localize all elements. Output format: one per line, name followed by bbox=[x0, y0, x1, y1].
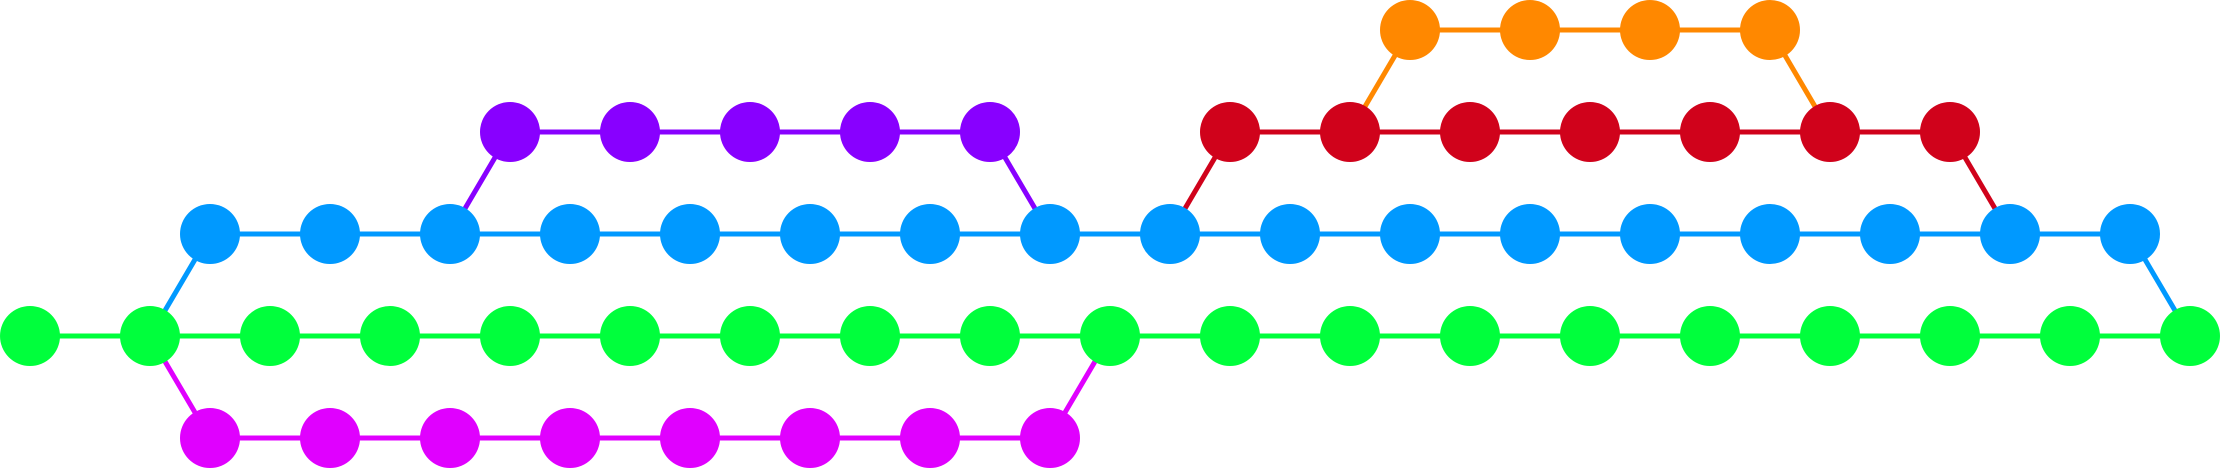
green-commit-node[interactable] bbox=[840, 306, 900, 366]
green-commit-node[interactable] bbox=[960, 306, 1020, 366]
green-commit-node[interactable] bbox=[480, 306, 540, 366]
red-commit-node[interactable] bbox=[1560, 102, 1620, 162]
green-commit-node[interactable] bbox=[2040, 306, 2100, 366]
magenta-commit-node[interactable] bbox=[660, 408, 720, 468]
blue-commit-node[interactable] bbox=[540, 204, 600, 264]
blue-commit-node[interactable] bbox=[300, 204, 360, 264]
magenta-commit-node[interactable] bbox=[300, 408, 360, 468]
blue-commit-node[interactable] bbox=[2100, 204, 2160, 264]
green-commit-node[interactable] bbox=[1800, 306, 1860, 366]
green-commit-node[interactable] bbox=[2160, 306, 2220, 366]
magenta-commit-node[interactable] bbox=[900, 408, 960, 468]
purple-commit-node[interactable] bbox=[600, 102, 660, 162]
green-commit-node[interactable] bbox=[0, 306, 60, 366]
red-commit-node[interactable] bbox=[1200, 102, 1260, 162]
magenta-commit-node[interactable] bbox=[420, 408, 480, 468]
green-commit-node[interactable] bbox=[1680, 306, 1740, 366]
green-commit-node[interactable] bbox=[1200, 306, 1260, 366]
blue-commit-node[interactable] bbox=[1500, 204, 1560, 264]
green-commit-node[interactable] bbox=[1920, 306, 1980, 366]
blue-commit-node[interactable] bbox=[1140, 204, 1200, 264]
red-commit-node[interactable] bbox=[1680, 102, 1740, 162]
blue-commit-node[interactable] bbox=[420, 204, 480, 264]
green-commit-node[interactable] bbox=[600, 306, 660, 366]
green-commit-node[interactable] bbox=[1080, 306, 1140, 366]
green-commit-node[interactable] bbox=[1320, 306, 1380, 366]
blue-commit-node[interactable] bbox=[1020, 204, 1080, 264]
purple-commit-node[interactable] bbox=[960, 102, 1020, 162]
blue-commit-node[interactable] bbox=[1620, 204, 1680, 264]
blue-commit-node[interactable] bbox=[1860, 204, 1920, 264]
purple-commit-node[interactable] bbox=[840, 102, 900, 162]
orange-commit-node[interactable] bbox=[1740, 0, 1800, 60]
green-commit-node[interactable] bbox=[360, 306, 420, 366]
blue-commit-node[interactable] bbox=[1260, 204, 1320, 264]
orange-commit-node[interactable] bbox=[1500, 0, 1560, 60]
purple-commit-node[interactable] bbox=[720, 102, 780, 162]
magenta-commit-node[interactable] bbox=[180, 408, 240, 468]
green-commit-node[interactable] bbox=[120, 306, 180, 366]
green-commit-node[interactable] bbox=[240, 306, 300, 366]
purple-commit-node[interactable] bbox=[480, 102, 540, 162]
green-commit-node[interactable] bbox=[720, 306, 780, 366]
red-commit-node[interactable] bbox=[1920, 102, 1980, 162]
magenta-commit-node[interactable] bbox=[540, 408, 600, 468]
magenta-commit-node[interactable] bbox=[780, 408, 840, 468]
blue-commit-node[interactable] bbox=[1740, 204, 1800, 264]
red-commit-node[interactable] bbox=[1440, 102, 1500, 162]
red-commit-node[interactable] bbox=[1800, 102, 1860, 162]
blue-commit-node[interactable] bbox=[780, 204, 840, 264]
green-commit-node[interactable] bbox=[1440, 306, 1500, 366]
blue-commit-node[interactable] bbox=[1980, 204, 2040, 264]
green-commit-node[interactable] bbox=[1560, 306, 1620, 366]
blue-commit-node[interactable] bbox=[180, 204, 240, 264]
magenta-commit-node[interactable] bbox=[1020, 408, 1080, 468]
blue-commit-node[interactable] bbox=[900, 204, 960, 264]
blue-commit-node[interactable] bbox=[1380, 204, 1440, 264]
red-commit-node[interactable] bbox=[1320, 102, 1380, 162]
blue-commit-node[interactable] bbox=[660, 204, 720, 264]
orange-commit-node[interactable] bbox=[1380, 0, 1440, 60]
orange-commit-node[interactable] bbox=[1620, 0, 1680, 60]
